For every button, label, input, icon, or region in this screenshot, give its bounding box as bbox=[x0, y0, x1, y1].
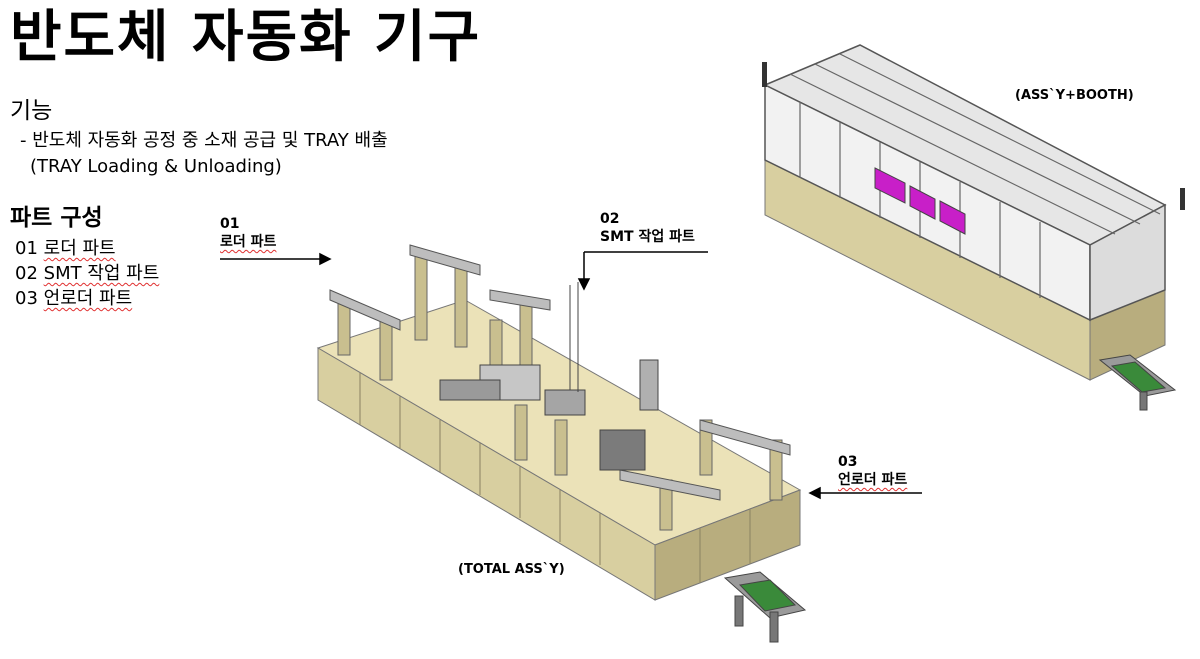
function-description-sub: (TRAY Loading & Unloading) bbox=[30, 156, 282, 177]
callout-unloader: 03 언로더 파트 bbox=[838, 454, 908, 488]
callout-loader: 01 로더 파트 bbox=[220, 216, 277, 250]
part-item: 03 언로더 파트 bbox=[15, 288, 133, 309]
callout-arrows bbox=[220, 251, 922, 500]
total-assembly-caption: (TOTAL ASS`Y) bbox=[458, 562, 565, 577]
booth-assembly-caption: (ASS`Y+BOOTH) bbox=[1015, 88, 1134, 103]
function-description: - 반도체 자동화 공정 중 소재 공급 및 TRAY 배출 bbox=[20, 130, 388, 151]
total-assembly-illustration bbox=[316, 244, 807, 643]
callout-smt: 02 SMT 작업 파트 bbox=[600, 211, 695, 245]
function-heading: 기능 bbox=[10, 98, 53, 124]
booth-assembly-illustration bbox=[762, 44, 1185, 411]
part-item: 01 로더 파트 bbox=[15, 238, 116, 259]
page-title: 반도체 자동화 기구 bbox=[10, 5, 482, 70]
parts-heading: 파트 구성 bbox=[10, 205, 103, 231]
part-item: 02 SMT 작업 파트 bbox=[15, 263, 160, 284]
